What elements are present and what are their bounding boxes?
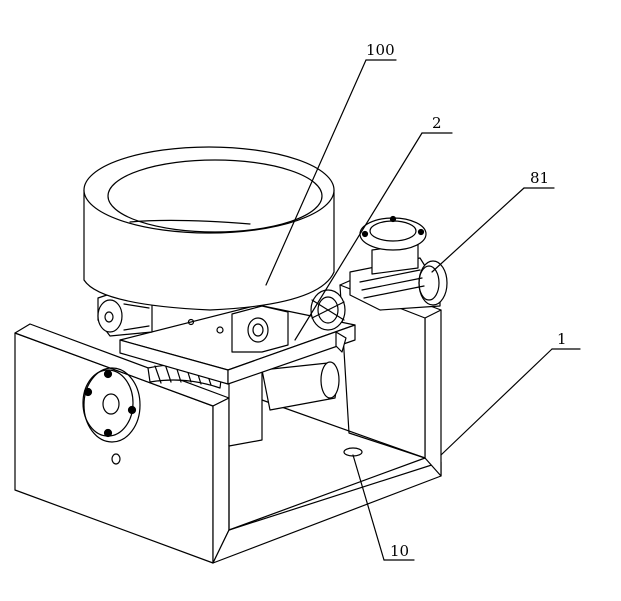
label-plate: 2 [432,114,442,132]
side-flange [82,367,141,465]
motor [349,215,448,311]
bowl [83,146,335,311]
bearing-left [97,293,153,337]
label-frame: 1 [557,330,567,348]
label-bowl: 100 [366,41,395,59]
frame [14,277,442,564]
frame-right-wall [424,309,442,477]
bearing-right [187,305,289,353]
leader-lines [265,59,581,561]
label-motor: 81 [530,169,549,187]
label-hole: 10 [390,542,409,560]
